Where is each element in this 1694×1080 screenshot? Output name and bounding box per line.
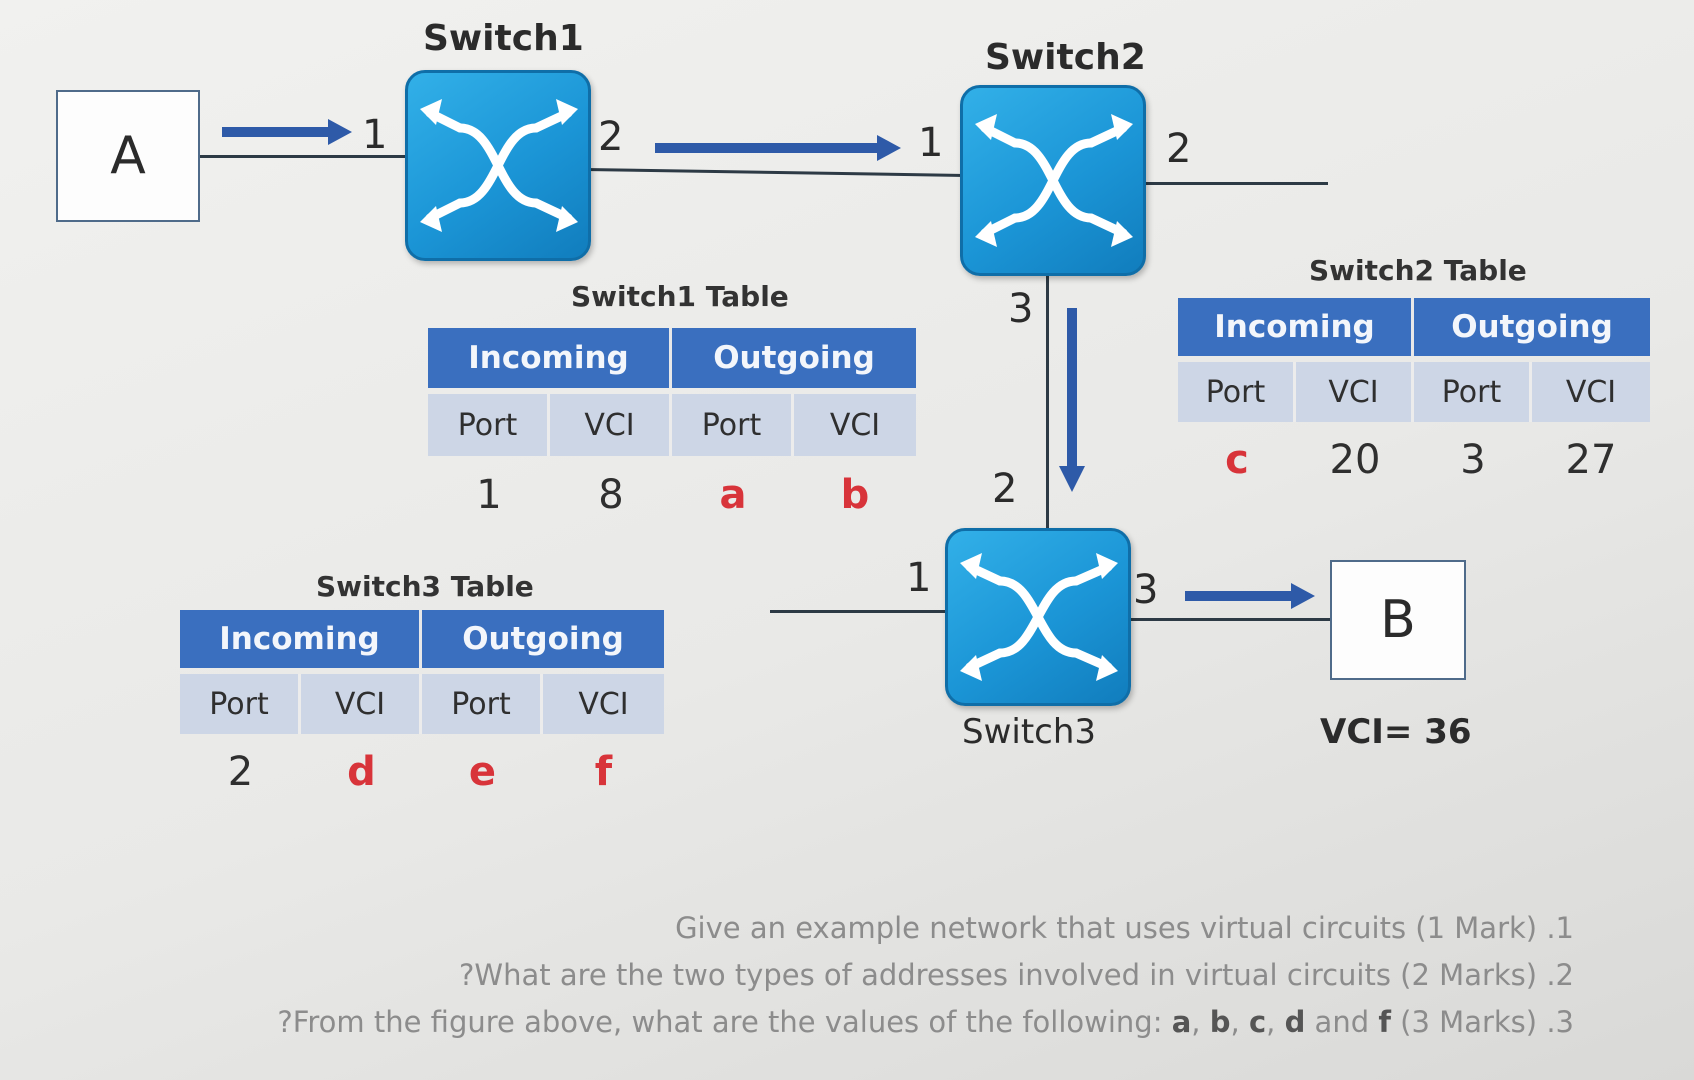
table-row: c 20 3 27 [1178,422,1650,498]
link-switch1-switch2 [584,168,965,177]
question-3-var-c: c [1248,1005,1267,1039]
question-3-var-d: d [1284,1005,1306,1039]
switch2-table-subheader-row: Port VCI Port VCI [1178,362,1650,422]
switch2-table-col-in-port: Port [1178,362,1296,422]
switch3-table-subheader-row: Port VCI Port VCI [180,674,664,734]
link-switch3-b [1122,618,1332,621]
question-3-var-f: f [1378,1005,1391,1039]
switch1-table-incoming-header: Incoming [428,328,672,388]
switch2-port-in: 1 [918,120,944,166]
switch1-port-out: 2 [598,114,624,160]
switch1-cell-out-port: a [719,472,747,518]
host-b-label: B [1380,590,1416,650]
flow-arrow-switch2-to-switch3 [1059,308,1085,492]
switch3-cell-out-vci: f [594,749,613,795]
switch2-table-outgoing-header: Outgoing [1414,298,1650,356]
switch3-cell-in-vci: d [347,749,376,795]
switch2-table-col-out-vci: VCI [1532,362,1650,422]
switch3-table-col-in-vci: VCI [301,674,422,734]
question-1: Give an example network that uses virtua… [675,911,1574,945]
link-switch2-right [1138,182,1328,185]
question-3-prefix: ?From the figure above, what are the val… [277,1005,1172,1039]
question-list: Give an example network that uses virtua… [277,905,1574,1046]
question-3-var-a: a [1171,1005,1192,1039]
host-b: B [1330,560,1466,680]
switch1-table-caption: Switch1 Table [571,280,789,313]
switch2-table-header-row: Incoming Outgoing [1178,298,1650,356]
switch1-table-col-in-vci: VCI [550,394,672,456]
host-a: A [56,90,200,222]
link-left-switch3 [770,610,948,613]
switch2-port-out-right: 2 [1166,126,1192,172]
switch3-cell-in-port: 2 [227,749,254,795]
switch2-cell-out-port: 3 [1460,437,1486,483]
table-row: 1 8 a b [428,456,916,534]
question-3-suffix: (3 Marks) .3 [1390,1005,1574,1039]
switch1-icon [405,70,591,261]
table-row: 2 d e f [180,734,664,810]
switch1-cell-in-vci: 8 [598,472,624,518]
switch2-table-col-in-vci: VCI [1296,362,1414,422]
switch2-icon [960,85,1146,276]
switch2-name: Switch2 [985,37,1146,78]
switch3-table-col-out-port: Port [422,674,543,734]
switch3-cell-out-port: e [468,749,497,795]
switch1-table-header-row: Incoming Outgoing [428,328,916,388]
switch3-port-right: 3 [1133,567,1159,613]
switch3-table-outgoing-header: Outgoing [422,610,664,668]
question-3-sep: , [1230,1005,1249,1039]
question-3-sep: , [1191,1005,1210,1039]
question-2: ?What are the two types of addresses inv… [459,958,1574,992]
switch3-table-caption: Switch3 Table [316,570,534,603]
switch3-name: Switch3 [962,712,1097,752]
flow-arrow-switch3-to-b [1185,583,1315,609]
switch1-name: Switch1 [423,18,584,59]
switch1-table-col-out-vci: VCI [794,394,916,456]
switch2-table-incoming-header: Incoming [1178,298,1414,356]
switch2-cell-in-port: c [1225,437,1249,483]
link-switch2-switch3 [1046,268,1049,530]
host-a-label: A [110,126,146,186]
switch3-table-incoming-header: Incoming [180,610,422,668]
switch2-port-out-down: 3 [1008,286,1034,332]
flow-arrow-switch1-to-switch2 [655,135,901,161]
switch3-table-col-out-vci: VCI [543,674,664,734]
switch2-cell-out-vci: 27 [1565,437,1617,483]
switch1-cell-out-vci: b [840,472,870,518]
flow-arrow-a-to-switch1 [222,119,352,145]
question-3: ?From the figure above, what are the val… [277,999,1574,1046]
switch3-table-col-in-port: Port [180,674,301,734]
switch1-port-in: 1 [362,112,388,158]
switch2-table-col-out-port: Port [1414,362,1532,422]
link-a-switch1 [198,155,408,158]
switch2-cell-in-vci: 20 [1329,437,1381,483]
switch1-table-col-in-port: Port [428,394,550,456]
switch3-table-header-row: Incoming Outgoing [180,610,664,668]
switch3-port-left: 1 [906,555,932,601]
question-3-sep: , [1266,1005,1285,1039]
switch1-table-col-out-port: Port [672,394,794,456]
question-3-var-b: b [1209,1005,1231,1039]
switch2-table-caption: Switch2 Table [1309,254,1527,287]
switch1-table-outgoing-header: Outgoing [672,328,916,388]
switch3-port-top: 2 [992,466,1018,512]
switch1-table-subheader-row: Port VCI Port VCI [428,394,916,456]
switch1-cell-in-port: 1 [476,472,502,518]
question-3-and: and [1305,1005,1379,1039]
host-b-vci-label: VCI= 36 [1320,712,1472,752]
switch3-icon [945,528,1131,706]
